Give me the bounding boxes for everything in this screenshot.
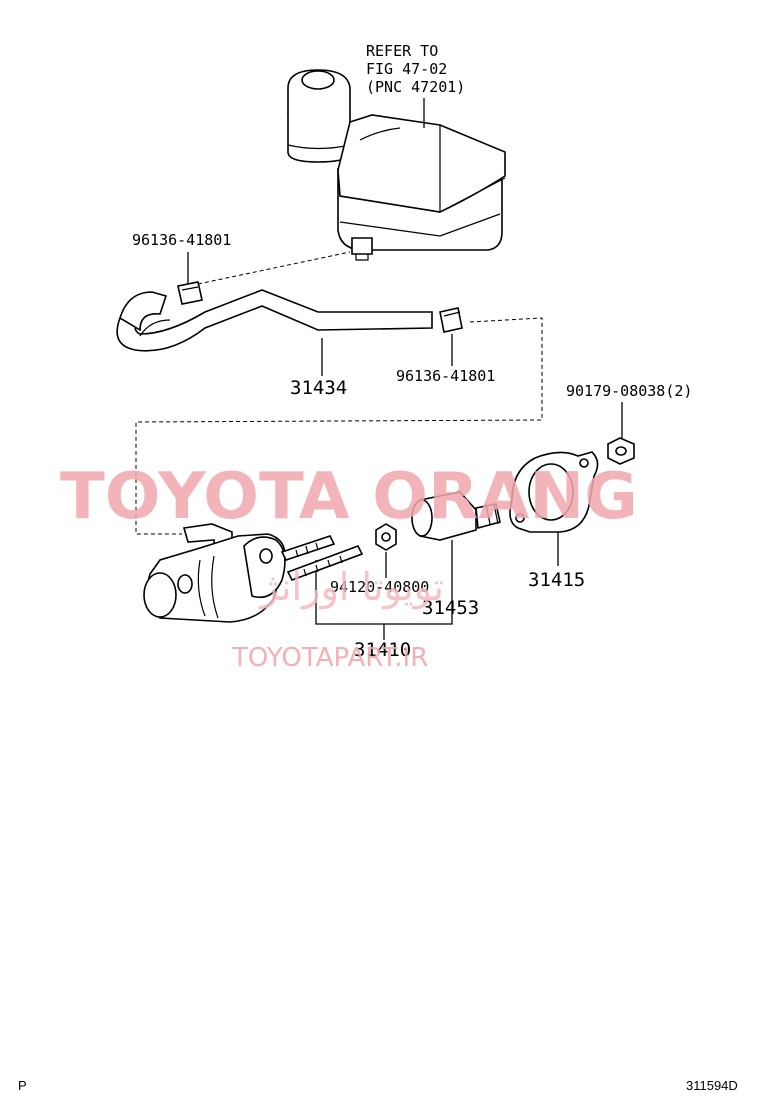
nut-flange-part <box>607 437 635 465</box>
watermark-site: TOYOTAPART.IR <box>231 643 428 673</box>
footer-left-code: P <box>18 1078 27 1093</box>
nut-part <box>375 523 397 551</box>
footer-illustration-number: 311594D <box>686 1078 738 1093</box>
watermark-main: TOYOTA ORANG <box>60 460 638 534</box>
label-gasket: 31415 <box>528 569 585 591</box>
push-rod-part <box>411 491 501 541</box>
label-cylinder-assy: 31410 <box>354 639 411 661</box>
label-clamp-upper: 96136-41801 <box>132 231 231 249</box>
label-nut-flange: 90179-08038(2) <box>566 382 692 400</box>
reservoir-tank <box>287 69 506 261</box>
dashed-line-tank-clamp <box>197 251 351 285</box>
reference-note-line3: (PNC 47201) <box>366 78 465 96</box>
label-push-rod: 31453 <box>422 597 479 619</box>
hose-part <box>116 289 433 352</box>
label-nut: 94120-40800 <box>330 578 429 596</box>
master-cylinder-part <box>143 523 364 623</box>
label-clamp-lower: 96136-41801 <box>396 367 495 385</box>
watermark-arabic: تویوتا اورانژ <box>258 565 444 610</box>
reference-note-line1: REFER TO <box>366 42 438 60</box>
gasket-part <box>509 451 599 533</box>
clamp-lower-part <box>439 307 463 333</box>
reference-note-line2: FIG 47-02 <box>366 60 447 78</box>
clamp-upper-part <box>177 281 203 305</box>
label-hose: 31434 <box>290 377 347 399</box>
